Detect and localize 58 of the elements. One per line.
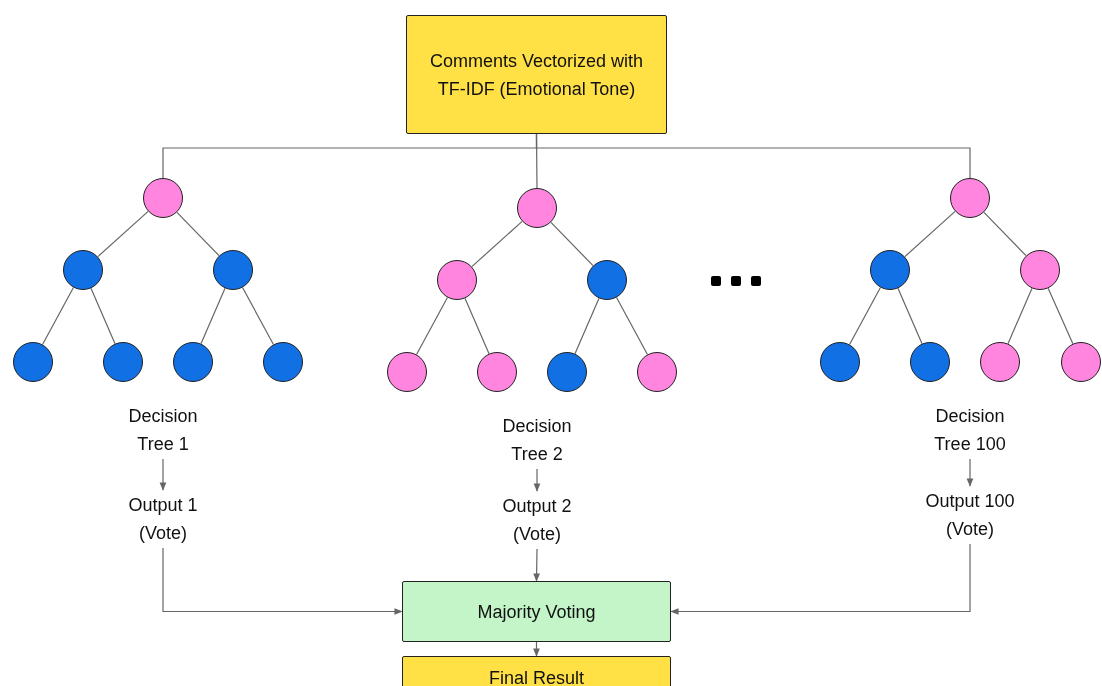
node-label: Decision Tree 1 (127, 405, 199, 456)
connector-line (904, 210, 956, 258)
arrow (159, 458, 167, 491)
connector-line (615, 296, 649, 356)
tree-node-circle (950, 178, 990, 218)
tree-node-circle (477, 352, 517, 392)
arrow (162, 547, 403, 615)
connector-line (1007, 287, 1033, 345)
arrow (670, 543, 971, 615)
tree-node-circle (820, 342, 860, 382)
connector-line (200, 287, 226, 345)
tree-node-circle (870, 250, 910, 290)
connector-line (176, 211, 220, 257)
connector-line (241, 286, 275, 346)
tree-node-circle (437, 260, 477, 300)
connector-line (574, 297, 600, 355)
tree-node-circle (213, 250, 253, 290)
connector-line (415, 296, 449, 356)
tree-node-circle (517, 188, 557, 228)
tree-node-circle (980, 342, 1020, 382)
process-box (406, 15, 667, 134)
connector-line (535, 133, 971, 179)
connector-line (897, 287, 923, 345)
arrow (533, 468, 541, 492)
connector-line (464, 297, 490, 355)
arrow (533, 548, 540, 582)
node-label: Output 2 (Vote) (501, 495, 573, 546)
box-label: Comments Vectorized with TF-IDF (Emotional Tone) (428, 49, 645, 101)
arrow (966, 458, 974, 487)
tree-node-circle (143, 178, 183, 218)
tree-node-circle (1020, 250, 1060, 290)
connector-line (550, 221, 594, 267)
node-label: Output 100 (Vote) (924, 490, 1016, 541)
connector-line (983, 211, 1027, 257)
tree-node-circle (910, 342, 950, 382)
tree-node-circle (637, 352, 677, 392)
tree-node-circle (387, 352, 427, 392)
process-box (402, 581, 671, 642)
tree-node-circle (13, 342, 53, 382)
tree-node-circle (547, 352, 587, 392)
box-label: Majority Voting (477, 600, 596, 624)
box-label: Final Result (488, 667, 584, 686)
tree-node-circle (103, 342, 143, 382)
connector-line (848, 286, 882, 346)
connector-line (97, 210, 149, 258)
arrow (533, 641, 540, 657)
tree-node-circle (63, 250, 103, 290)
node-label: Decision Tree 2 (501, 415, 573, 466)
connector-line (41, 286, 75, 346)
node-label: Output 1 (Vote) (127, 494, 199, 545)
connector-line (90, 287, 116, 345)
connector-line (1047, 287, 1074, 345)
connector-line (471, 220, 523, 268)
tree-node-circle (173, 342, 213, 382)
tree-node-circle (263, 342, 303, 382)
tree-node-circle (587, 260, 627, 300)
node-label: Decision Tree 100 (933, 405, 1007, 456)
tree-node-circle (1061, 342, 1101, 382)
